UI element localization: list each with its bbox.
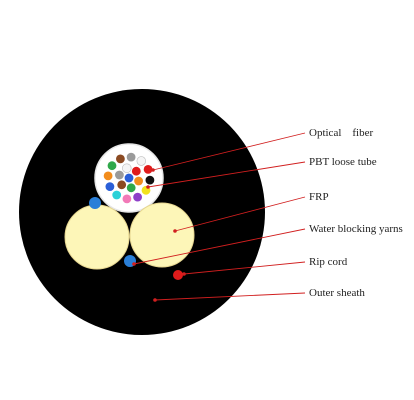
leader-line-frp — [174, 196, 306, 232]
leader-dot-optical-fiber — [151, 168, 155, 172]
optical-fiber — [126, 152, 136, 162]
optical-fiber — [136, 156, 147, 166]
optical-fiber-bundle — [103, 152, 155, 204]
optical-fiber — [103, 171, 113, 181]
leader-lines — [133, 132, 306, 301]
water-blocking-yarn-top — [89, 197, 101, 209]
label-optical-fiber: Optical fiber — [309, 127, 373, 139]
optical-fiber — [115, 170, 124, 180]
label-outer-sheath: Outer sheath — [309, 287, 365, 299]
optical-fiber — [122, 163, 132, 173]
label-water-blocking-yarns: Water blocking yarns — [309, 223, 403, 235]
optical-fiber — [143, 165, 153, 174]
optical-fiber — [126, 183, 136, 193]
leader-end-dots — [132, 168, 186, 302]
rip-cord — [173, 270, 183, 280]
leader-line-outer-sheath — [154, 292, 306, 301]
optical-fiber — [112, 190, 122, 200]
optical-fiber — [145, 175, 155, 185]
leader-line-water-blocking-yarns — [133, 228, 306, 265]
optical-fiber — [107, 161, 117, 171]
leader-dot-rip-cord — [182, 272, 186, 276]
frp-right — [129, 202, 195, 268]
optical-fiber — [133, 192, 143, 202]
optical-fiber — [117, 180, 127, 190]
optical-fiber — [105, 182, 115, 192]
leader-line-pbt-loose-tube — [147, 161, 306, 188]
leader-dot-pbt-loose-tube — [146, 185, 150, 189]
leader-dot-water-blocking-yarns — [132, 262, 136, 266]
leader-line-rip-cord — [183, 261, 306, 275]
optical-fiber — [134, 176, 144, 186]
optical-fiber — [124, 173, 134, 183]
leader-dot-frp — [173, 229, 177, 233]
label-pbt-loose-tube: PBT loose tube — [309, 156, 377, 168]
optical-fiber — [116, 154, 125, 164]
leader-line-optical-fiber — [152, 132, 306, 171]
leader-dot-outer-sheath — [153, 298, 157, 302]
optical-fiber — [122, 194, 132, 204]
frp-left — [64, 204, 130, 270]
label-frp: FRP — [309, 191, 329, 203]
label-rip-cord: Rip cord — [309, 256, 348, 268]
optical-fiber — [131, 166, 141, 176]
